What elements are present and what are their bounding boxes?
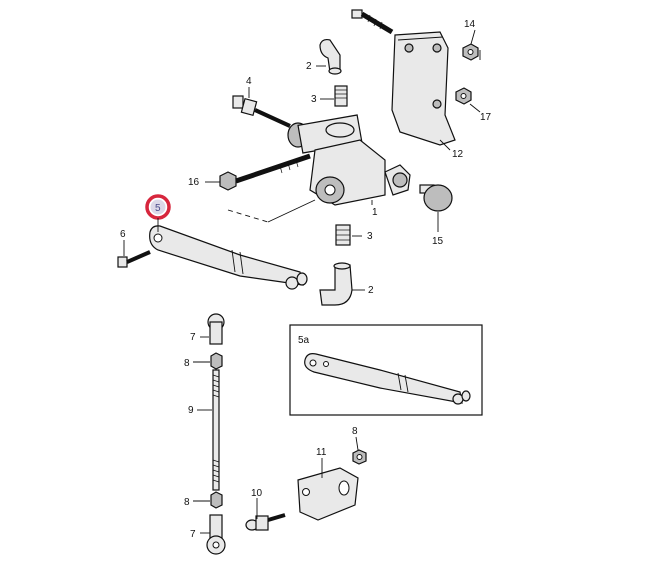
long-bolt (219, 153, 311, 191)
elbow-fitting-top (319, 38, 342, 75)
callout-3-lower: 3 (367, 231, 373, 242)
selected-part-badge (150, 199, 166, 215)
ball-stud (245, 513, 286, 531)
mounting-bracket (391, 31, 456, 146)
callout-numbers: 1 2 2 3 3 4 5 6 7 7 8 8 8 9 10 11 12 14 … (120, 19, 492, 540)
callout-2-top: 2 (306, 61, 312, 72)
callout-2-lower: 2 (368, 285, 374, 296)
callout-7-top: 7 (190, 332, 196, 343)
valve-cap (419, 184, 453, 212)
ball-joint-bottom (206, 514, 226, 555)
bracket-bolt (351, 9, 394, 35)
inset-box-5a: 5a (289, 324, 483, 416)
callout-11: 11 (316, 447, 327, 458)
callout-14: 14 (464, 19, 476, 30)
callout-12: 12 (452, 149, 464, 160)
callout-8-bracket: 8 (352, 426, 358, 437)
lock-nut-bottom (210, 491, 223, 509)
inset-label: 5a (298, 335, 310, 346)
control-lever (149, 225, 308, 290)
rod-bracket (297, 467, 359, 521)
callout-8-top: 8 (184, 358, 190, 369)
callout-4: 4 (246, 76, 252, 87)
elbow-fitting-lower (319, 262, 353, 306)
nipple-fitting-top (334, 85, 348, 107)
callout-17: 17 (480, 112, 492, 123)
hex-nut-8-bracket (352, 449, 367, 465)
callout-6: 6 (120, 229, 126, 240)
leader-lines (123, 29, 481, 534)
hex-nut-14 (462, 43, 479, 61)
callout-3-top: 3 (311, 94, 317, 105)
control-valve-body (287, 114, 411, 206)
nipple-fitting-lower (335, 224, 351, 246)
ball-joint-top (207, 313, 225, 345)
threaded-rod (212, 369, 220, 491)
hex-nut-17 (455, 87, 472, 105)
callout-10: 10 (251, 488, 263, 499)
callout-7-bottom: 7 (190, 529, 196, 540)
lever-screw (117, 250, 151, 268)
adjusting-screw (232, 95, 291, 128)
callout-8-bottom: 8 (184, 497, 190, 508)
callout-16: 16 (188, 177, 200, 188)
callout-1: 1 (372, 207, 378, 218)
lock-nut-top (210, 352, 223, 370)
callout-15: 15 (432, 236, 444, 247)
callout-9: 9 (188, 405, 194, 416)
callout-5[interactable]: 5 (155, 203, 161, 214)
